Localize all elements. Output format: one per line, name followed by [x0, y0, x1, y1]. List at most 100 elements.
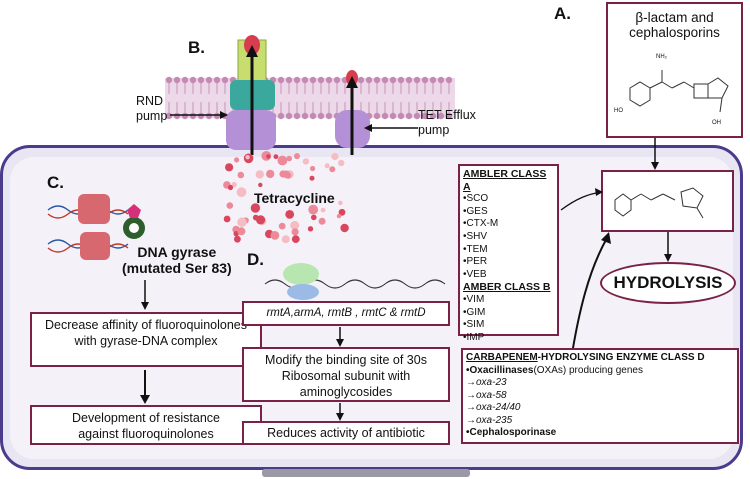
- lipid-head: [413, 112, 421, 120]
- hydrolysed-structure-box: [601, 170, 734, 232]
- dna-gyrase-line-2: (mutated Ser 83): [122, 260, 232, 276]
- curved-arrows: [560, 188, 611, 361]
- arrow-gyrase-1: [141, 280, 149, 310]
- list-item: •PER: [463, 256, 488, 268]
- lipid-head: [317, 76, 325, 84]
- lipid-head: [285, 76, 293, 84]
- tetracycline-dot: [281, 235, 290, 244]
- tetracycline-dot: [318, 217, 326, 225]
- tetracycline-dot: [245, 155, 250, 160]
- tetracycline-dot: [266, 154, 271, 159]
- lipid-head: [285, 112, 293, 120]
- gene-item: →oxa-235: [466, 414, 513, 426]
- rnd-pump-label: RND pump: [136, 94, 167, 124]
- tetracycline-dot: [285, 210, 295, 219]
- lipid-head: [421, 76, 429, 84]
- lipid-head: [357, 76, 365, 84]
- tetracycline-dot: [329, 166, 336, 173]
- lipid-head: [317, 112, 325, 120]
- gyrase-box-1: Decrease affinity of fluoroquinolones wi…: [30, 312, 262, 367]
- tetracycline-dot: [286, 155, 292, 162]
- ambler-class-a-items: •SCO •GES •CTX-M •SHV •TEM •PER •VEB: [463, 193, 554, 281]
- arrow-gyrase-2: [140, 370, 150, 404]
- tetracycline-dot: [223, 215, 231, 223]
- tet-pump-label: TET Efflux pump: [418, 108, 476, 138]
- rnd-pump: [226, 35, 276, 155]
- beta-lactam-box: β-lactam and cephalosporins NH₂ HO OH: [606, 2, 743, 138]
- label-d: D.: [247, 250, 264, 269]
- tet-label-2: pump: [418, 123, 450, 137]
- ambler-class-a-header: AMBLER CLASS A: [463, 168, 547, 193]
- carbapenem-header-rest: -HYDROLYSING ENZYME CLASS D: [537, 352, 705, 363]
- list-item: •VIM: [463, 293, 485, 305]
- tetracycline-dot: [320, 207, 326, 213]
- ab-oh: OH: [712, 120, 721, 126]
- list-item: •GES: [463, 205, 488, 217]
- tetracycline-dot: [291, 235, 300, 243]
- ambler-class-b-header: AMBER CLASS B: [463, 281, 551, 294]
- tetracycline-molecules: [223, 151, 349, 244]
- gene-item: →oxa-24/40: [466, 402, 521, 413]
- tetracycline-dot: [284, 172, 292, 179]
- tetracycline-dot: [338, 159, 345, 167]
- tetracycline-dot: [324, 163, 330, 169]
- lipid-head: [309, 112, 317, 120]
- hydrolysis-label: HYDROLYSIS: [600, 262, 736, 304]
- tetracycline-dot: [291, 228, 299, 236]
- tetracycline-dot: [273, 154, 279, 160]
- arrow-rmt-1: [336, 327, 344, 347]
- cephalosporinase: •Cephalosporinase: [466, 427, 557, 438]
- oxa-rest: (OXAs) producing genes: [533, 364, 643, 376]
- tetracycline-dot: [237, 227, 246, 236]
- lipid-head: [381, 76, 389, 84]
- tetracycline-dot: [310, 165, 316, 172]
- lipid-head: [325, 76, 333, 84]
- lipid-head: [413, 76, 421, 84]
- beta-lactam-title-2: cephalosporins: [629, 25, 720, 40]
- lipid-head: [389, 76, 397, 84]
- tetracycline-dot: [308, 204, 319, 215]
- lipid-head: [293, 76, 301, 84]
- list-item: •SHV: [463, 230, 488, 242]
- tetracycline-dot: [234, 157, 240, 163]
- lipid-head: [197, 76, 205, 84]
- beta-lactam-structure: [629, 70, 729, 113]
- tet-efflux-pump: [335, 70, 370, 155]
- lipid-head: [309, 76, 317, 84]
- label-c: C.: [47, 173, 64, 192]
- ambler-class-b-items: •VIM •GIM •SIM •IMP: [463, 294, 554, 344]
- tetracycline-dot: [231, 181, 237, 188]
- lipid-head: [165, 76, 173, 84]
- tetracycline-dot: [294, 153, 300, 160]
- lipid-head: [405, 112, 413, 120]
- oxa-line: •Oxacillinases(OXAs) producing genes: [466, 365, 734, 378]
- tetracycline-dot: [340, 223, 349, 233]
- tetracycline-dot: [226, 202, 234, 209]
- dna-gyrase-label: DNA gyrase (mutated Ser 83): [122, 244, 232, 276]
- lipid-head: [181, 76, 189, 84]
- tetracycline-dot: [338, 200, 343, 206]
- tetracycline-dot: [227, 184, 234, 191]
- label-b: B.: [188, 38, 205, 57]
- tetracycline-dot: [307, 226, 314, 232]
- tetracycline-dot: [302, 158, 310, 165]
- arrow-a-down: [651, 138, 659, 170]
- tetracycline-dot: [236, 187, 247, 198]
- lipid-head: [373, 112, 381, 120]
- tetracycline-dot: [270, 231, 280, 240]
- tetracycline-dot: [311, 214, 317, 221]
- tetracycline-dot: [278, 222, 286, 230]
- tetracycline-dot: [250, 203, 261, 213]
- list-item: •CTX-M: [463, 218, 499, 230]
- tetracycline-dot: [255, 170, 264, 179]
- lipid-head: [221, 76, 229, 84]
- lipid-head: [397, 76, 405, 84]
- rmt-genes-box: rmtA,armA, rmtB , rmtC & rmtD: [242, 301, 450, 326]
- tetracycline-dot: [290, 220, 300, 230]
- tetracycline-dot: [234, 235, 241, 243]
- arrow-rmt-2: [336, 403, 344, 421]
- ambler-class-list: AMBLER CLASS A •SCO •GES •CTX-M •SHV •TE…: [458, 164, 559, 343]
- list-item: •VEB: [463, 268, 487, 280]
- lipid-head: [333, 76, 341, 84]
- lipid-head: [365, 76, 373, 84]
